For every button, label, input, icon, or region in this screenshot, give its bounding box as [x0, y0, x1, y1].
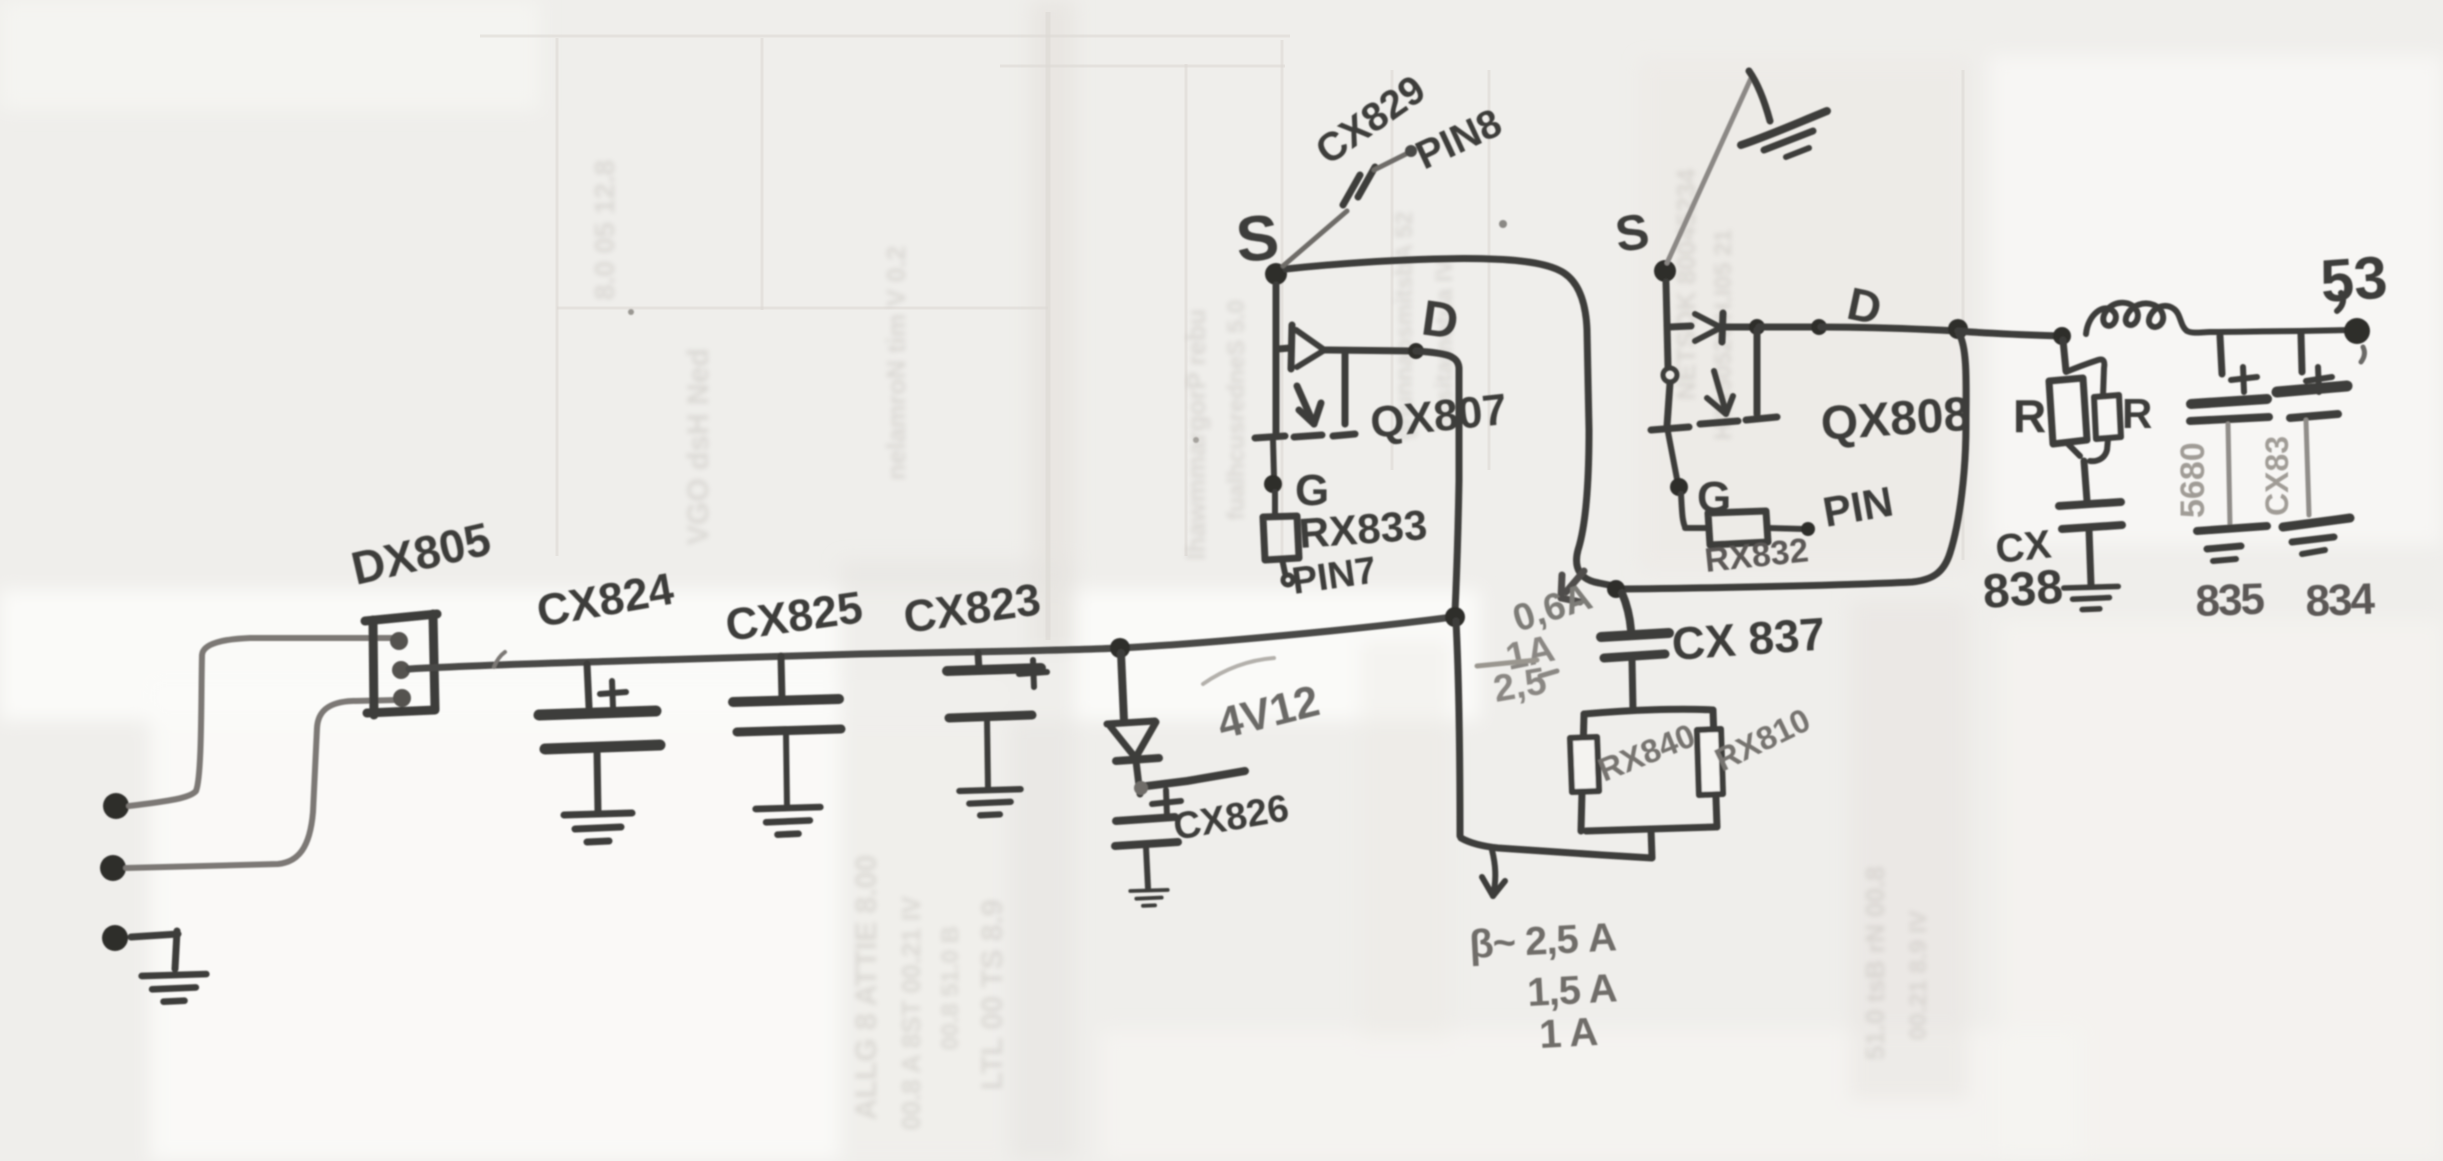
svg-text:51.0 tsB rN 00.8: 51.0 tsB rN 00.8 — [1860, 866, 1890, 1060]
svg-text:CX 837: CX 837 — [1670, 607, 1827, 670]
svg-text:VGO dsH Ned: VGO dsH Ned — [682, 348, 715, 545]
svg-text:1,5 A: 1,5 A — [1526, 966, 1617, 1015]
svg-text:00.21 8.9 IV: 00.21 8.9 IV — [1905, 911, 1932, 1040]
svg-text:5680: 5680 — [2174, 442, 2212, 518]
svg-text:fualhcusredneS 5.0: fualhcusredneS 5.0 — [1223, 300, 1250, 520]
svg-text:53: 53 — [2318, 243, 2389, 314]
svg-text:hcsitamotua IV: hcsitamotua IV — [1431, 259, 1458, 430]
svg-text:CX83: CX83 — [2259, 436, 2295, 516]
svg-text:lhawmmargorP rebu: lhawmmargorP rebu — [1181, 309, 1211, 560]
svg-text:ALLG 8 ATTIE 8.00: ALLG 8 ATTIE 8.00 — [850, 855, 883, 1120]
svg-text:834: 834 — [2305, 575, 2377, 626]
svg-text:LTL 00 TS 8.9: LTL 00 TS 8.9 — [976, 899, 1009, 1090]
svg-text:00.8 51.0 B: 00.8 51.0 B — [937, 926, 964, 1050]
svg-text:838: 838 — [1981, 561, 2065, 619]
svg-text:S: S — [1612, 203, 1653, 263]
svg-text:QX808: QX808 — [1819, 388, 1972, 451]
svg-text:RX833: RX833 — [1297, 501, 1428, 557]
svg-text:8.0 05 12.8: 8.0 05 12.8 — [589, 160, 620, 300]
svg-text:2,5: 2,5 — [1490, 660, 1549, 711]
svg-text:835: 835 — [2195, 575, 2266, 626]
svg-text:β~ 2,5 A: β~ 2,5 A — [1468, 915, 1617, 967]
svg-text:gnunnapsmitsbA 52: gnunnapsmitsbA 52 — [1391, 212, 1418, 440]
svg-text:R: R — [2013, 390, 2046, 442]
svg-text:NETSOK 80045234: NETSOK 80045234 — [1671, 168, 1701, 400]
svg-text:CX: CX — [1993, 522, 2053, 572]
svg-text:D: D — [1418, 289, 1462, 349]
svg-text:00.8 A 8ST 00.21 IV: 00.8 A 8ST 00.21 IV — [896, 896, 926, 1130]
svg-text:1 A: 1 A — [1538, 1010, 1598, 1057]
svg-text:1A: 1A — [1502, 628, 1558, 679]
svg-text:S: S — [1233, 201, 1282, 276]
svg-text:R: R — [2122, 390, 2152, 437]
svg-text:G: G — [1295, 466, 1329, 515]
svg-text:nelamroN tim V 0.2: nelamroN tim V 0.2 — [881, 246, 911, 480]
